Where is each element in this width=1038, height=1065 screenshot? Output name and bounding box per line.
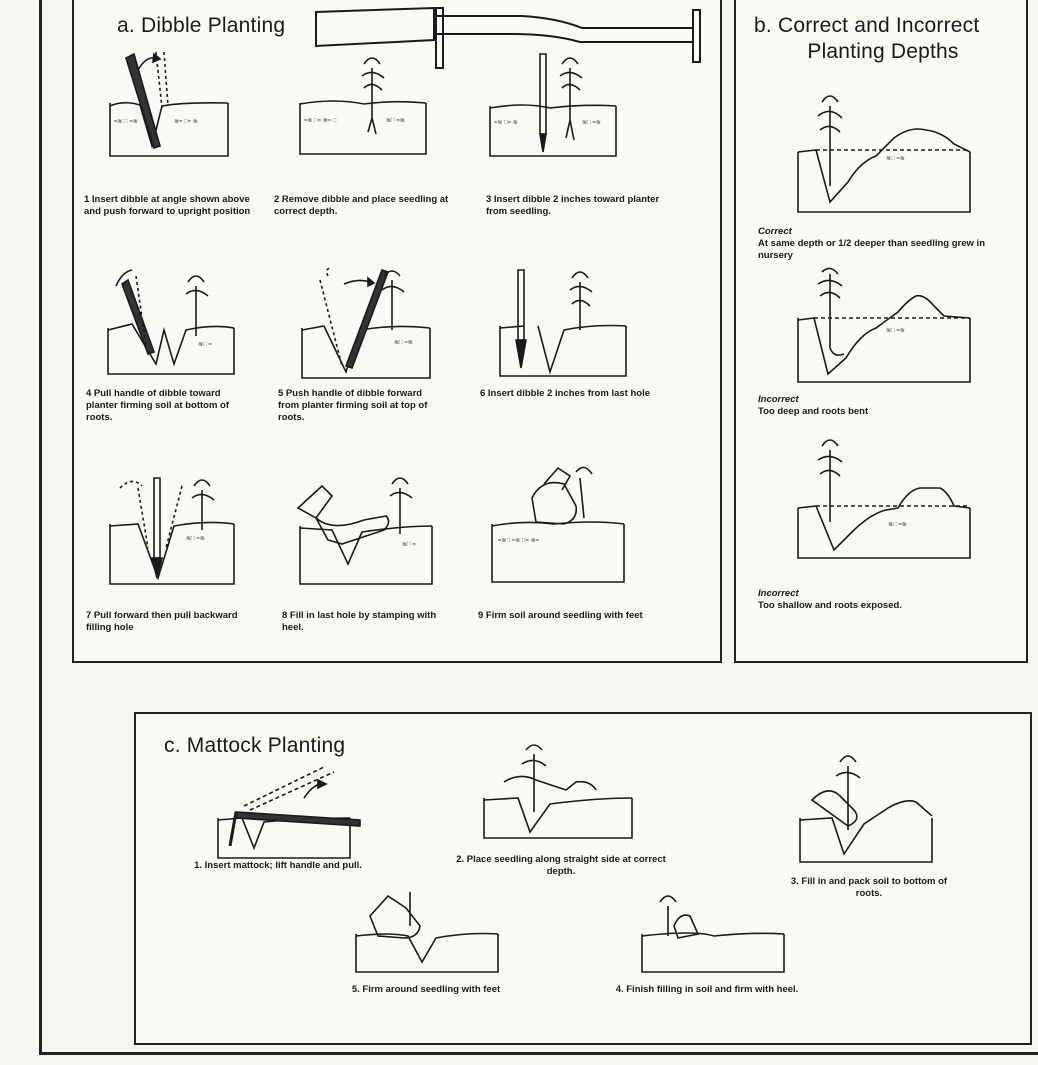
correct-depth-illustration: ≋∷ ≈≋ bbox=[790, 86, 980, 216]
step-4-illustration: ≋∷ ≈ bbox=[102, 256, 242, 376]
step-5-caption: 5 Push handle of dibble forward from pla… bbox=[278, 388, 428, 423]
step-4-caption: 4 Pull handle of dibble toward planter f… bbox=[86, 388, 230, 423]
page-frame-bottom bbox=[39, 1052, 1038, 1055]
panel-planting-depths: b. Correct and Incorrect Planting Depths… bbox=[734, 0, 1028, 663]
too-shallow-caption: Incorrect Too shallow and roots exposed. bbox=[758, 588, 1008, 612]
svg-text:≋∷ ≈: ≋∷ ≈ bbox=[402, 542, 417, 548]
step-5-illustration: ≋∷ ≈≋ bbox=[296, 260, 436, 380]
mattock-step-4-illustration bbox=[634, 886, 794, 976]
dibble-tool-illustration bbox=[315, 6, 712, 72]
too-shallow-label: Incorrect bbox=[758, 588, 799, 599]
correct-depth-caption: Correct At same depth or 1/2 deeper than… bbox=[758, 226, 1008, 262]
step-2-caption: 2 Remove dibble and place seedling at co… bbox=[274, 194, 449, 217]
svg-text:≋∷ ≈: ≋∷ ≈ bbox=[198, 342, 213, 348]
step-8-illustration: ≋∷ ≈ bbox=[292, 460, 442, 590]
svg-text:≋∷ ≈≋: ≋∷ ≈≋ bbox=[394, 340, 413, 346]
step-3-caption: 3 Insert dibble 2 inches toward planter … bbox=[486, 194, 660, 217]
step-2-illustration: ≈≋ ∷≈ ≋≈ ∷ ≋∷ ≈≋ bbox=[294, 48, 434, 158]
step-9-illustration: ≈≋∷ ≈≋ ∷≈ ≋≈ bbox=[484, 458, 634, 588]
svg-text:≋∷ ≈≋: ≋∷ ≈≋ bbox=[386, 118, 405, 124]
svg-text:≋∷ ≈≋: ≋∷ ≈≋ bbox=[886, 156, 905, 162]
mattock-step-1-illustration bbox=[210, 760, 361, 860]
step-6-illustration bbox=[494, 260, 634, 380]
svg-text:≈≋ ∷ ≈≋: ≈≋ ∷ ≈≋ bbox=[114, 119, 138, 125]
svg-text:≋∷ ≈≋: ≋∷ ≈≋ bbox=[186, 536, 205, 542]
mattock-step-4-caption: 4. Finish filling in soil and firm with … bbox=[615, 984, 799, 995]
too-deep-illustration: ≋∷ ≈≋ bbox=[790, 268, 980, 388]
mattock-step-1-caption: 1. Insert mattock; lift handle and pull. bbox=[194, 860, 362, 871]
step-7-illustration: ≋∷ ≈≋ bbox=[102, 468, 242, 588]
svg-text:≋∷ ≈≋: ≋∷ ≈≋ bbox=[582, 120, 601, 126]
too-deep-caption: Incorrect Too deep and roots bent bbox=[758, 394, 1008, 418]
svg-text:≈≋ ∷≈ ≋: ≈≋ ∷≈ ≋ bbox=[494, 120, 518, 126]
step-9-caption: 9 Firm soil around seedling with feet bbox=[478, 610, 643, 621]
svg-text:≈≋ ∷≈ ≋≈ ∷: ≈≋ ∷≈ ≋≈ ∷ bbox=[304, 118, 337, 124]
mattock-step-5-caption: 5. Firm around seedling with feet bbox=[351, 984, 501, 995]
panel-mattock-planting: c. Mattock Planting 1. Insert mattock; l… bbox=[134, 712, 1032, 1045]
step-6-caption: 6 Insert dibble 2 inches from last hole bbox=[480, 388, 650, 399]
page-frame-left bbox=[39, 0, 42, 1055]
too-deep-label: Incorrect bbox=[758, 394, 799, 405]
svg-text:≋∷ ≈≋: ≋∷ ≈≋ bbox=[886, 328, 905, 334]
correct-text: At same depth or 1/2 deeper than seedlin… bbox=[758, 238, 985, 261]
step-7-caption: 7 Pull forward then pull backward fillin… bbox=[86, 610, 238, 633]
mattock-step-2-caption: 2. Place seedling along straight side at… bbox=[456, 854, 666, 877]
correct-label: Correct bbox=[758, 226, 792, 237]
svg-text:≈≋∷ ≈≋ ∷≈ ≋≈: ≈≋∷ ≈≋ ∷≈ ≋≈ bbox=[498, 538, 540, 544]
panel-c-title: c. Mattock Planting bbox=[164, 734, 346, 757]
mattock-step-3-illustration bbox=[792, 750, 942, 870]
mattock-step-2-illustration bbox=[476, 742, 646, 842]
svg-text:≋≈ ∷≈ ≋: ≋≈ ∷≈ ≋ bbox=[174, 119, 198, 125]
too-shallow-text: Too shallow and roots exposed. bbox=[758, 600, 902, 611]
step-8-caption: 8 Fill in last hole by stamping with hee… bbox=[282, 610, 437, 633]
panel-b-title-line1: b. Correct and Incorrect bbox=[754, 14, 980, 37]
step-3-illustration: ≈≋ ∷≈ ≋ ≋∷ ≈≋ bbox=[484, 48, 624, 158]
mattock-step-5-illustration bbox=[348, 886, 508, 976]
mattock-step-3-caption: 3. Fill in and pack soil to bottom of ro… bbox=[790, 876, 948, 899]
too-shallow-illustration: ≋∷ ≈≋ bbox=[790, 432, 980, 562]
panel-dibble-planting: a. Dibble Planting ≈≋ ∷ ≈≋ ≋≈ ∷≈ ≋ 1 Ins… bbox=[72, 0, 722, 663]
panel-b-title-line2: Planting Depths bbox=[807, 40, 959, 63]
panel-a-title: a. Dibble Planting bbox=[117, 14, 286, 37]
step-1-caption: 1 Insert dibble at angle shown above and… bbox=[84, 194, 251, 217]
svg-text:≋∷ ≈≋: ≋∷ ≈≋ bbox=[888, 522, 907, 528]
too-deep-text: Too deep and roots bent bbox=[758, 406, 869, 417]
step-1-illustration: ≈≋ ∷ ≈≋ ≋≈ ∷≈ ≋ bbox=[104, 48, 234, 158]
